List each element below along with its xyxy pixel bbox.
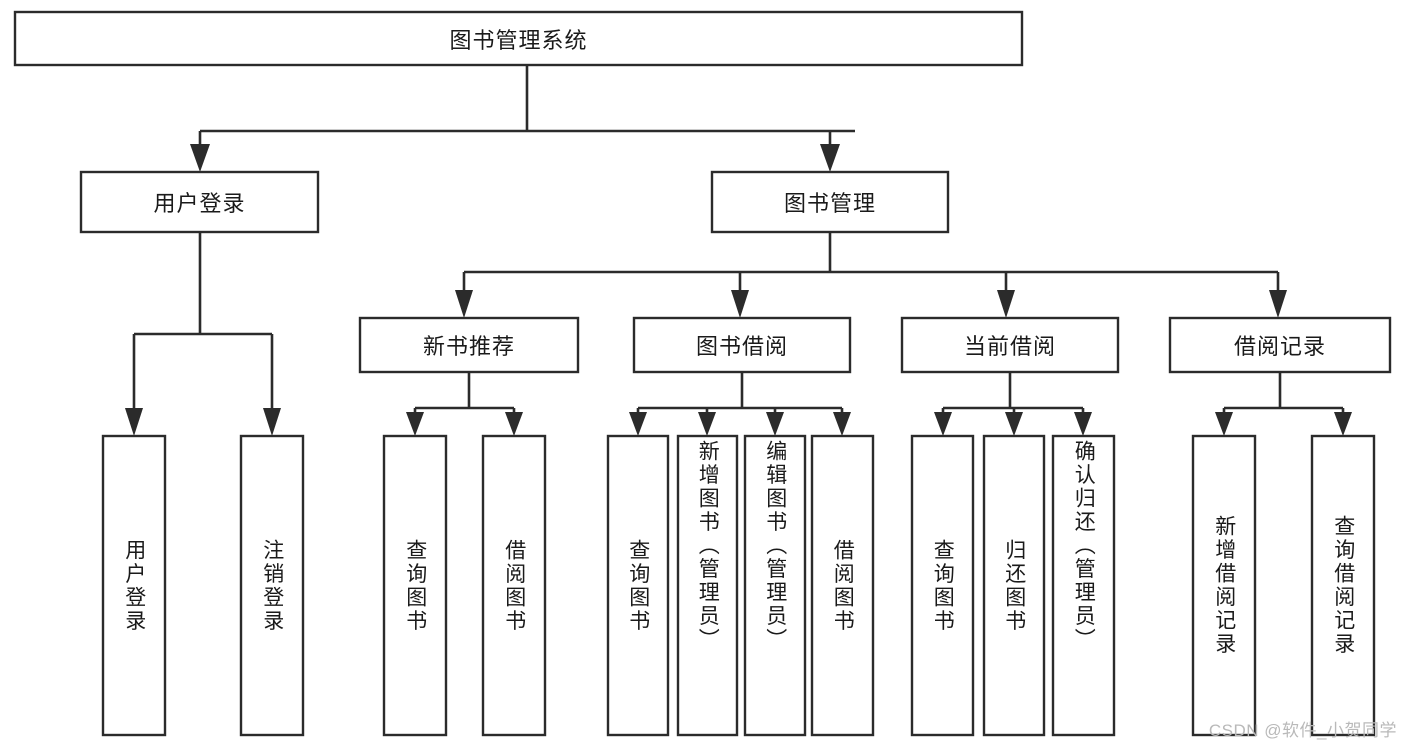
- arrow-leaf-query-borrow-record: [1334, 412, 1352, 436]
- connector-root-to-level2: [190, 65, 855, 172]
- node-box-current-borrow[interactable]: [900, 316, 1120, 374]
- node-box-book-borrow[interactable]: [632, 316, 852, 374]
- connector-borrowrecord-to-leaves: [1215, 372, 1352, 436]
- node-box-leaf-query-book-borrow[interactable]: [606, 434, 670, 737]
- arrow-leaf-add-borrow-record: [1215, 412, 1233, 436]
- node-box-new-book-recommend[interactable]: [358, 316, 580, 374]
- arrow-leaf-borrow-book-recommend: [505, 412, 523, 436]
- arrow-leaf-add-book-admin: [698, 412, 716, 436]
- node-box-leaf-confirm-return-admin[interactable]: [1051, 434, 1116, 737]
- arrow-new-book-recommend: [455, 290, 473, 318]
- arrow-leaf-logout: [263, 408, 281, 436]
- arrow-leaf-borrow-book: [833, 412, 851, 436]
- node-box-root[interactable]: [13, 10, 1024, 67]
- connector-newbook-to-leaves: [406, 372, 523, 436]
- node-box-leaf-query-book-recommend[interactable]: [382, 434, 448, 737]
- connector-userlogin-to-leaves: [125, 232, 281, 436]
- arrow-leaf-query-book-borrow: [629, 412, 647, 436]
- node-box-leaf-query-borrow-record[interactable]: [1310, 434, 1376, 737]
- csdn-watermark: CSDN @软件_小贺同学: [1208, 721, 1397, 740]
- arrow-borrow-record: [1269, 290, 1287, 318]
- node-box-leaf-logout[interactable]: [239, 434, 305, 737]
- arrow-leaf-confirm-return-admin: [1074, 412, 1092, 436]
- node-box-leaf-edit-book-admin[interactable]: [743, 434, 807, 737]
- connector-bookborrow-to-leaves: [629, 372, 851, 436]
- arrow-current-borrow: [997, 290, 1015, 318]
- node-box-leaf-borrow-book[interactable]: [810, 434, 875, 737]
- arrow-leaf-user-login: [125, 408, 143, 436]
- node-box-book-management[interactable]: [710, 170, 950, 234]
- node-box-borrow-record[interactable]: [1168, 316, 1392, 374]
- arrow-leaf-return-book: [1005, 412, 1023, 436]
- node-box-leaf-return-book[interactable]: [982, 434, 1046, 737]
- node-box-leaf-query-book-current[interactable]: [910, 434, 975, 737]
- arrow-leaf-query-book-current: [934, 412, 952, 436]
- arrow-leaf-edit-book-admin: [766, 412, 784, 436]
- connector-bookmgmt-to-level3: [455, 232, 1287, 318]
- arrow-leaf-query-book-recommend: [406, 412, 424, 436]
- node-box-leaf-user-login[interactable]: [101, 434, 167, 737]
- arrow-book-borrow: [731, 290, 749, 318]
- node-box-leaf-add-book-admin[interactable]: [676, 434, 739, 737]
- node-box-leaf-borrow-book-recommend[interactable]: [481, 434, 547, 737]
- node-box-user-login[interactable]: [79, 170, 320, 234]
- node-box-leaf-add-borrow-record[interactable]: [1191, 434, 1257, 737]
- connector-currentborrow-to-leaves: [934, 372, 1092, 436]
- arrow-book-management: [820, 144, 840, 172]
- arrow-user-login: [190, 144, 210, 172]
